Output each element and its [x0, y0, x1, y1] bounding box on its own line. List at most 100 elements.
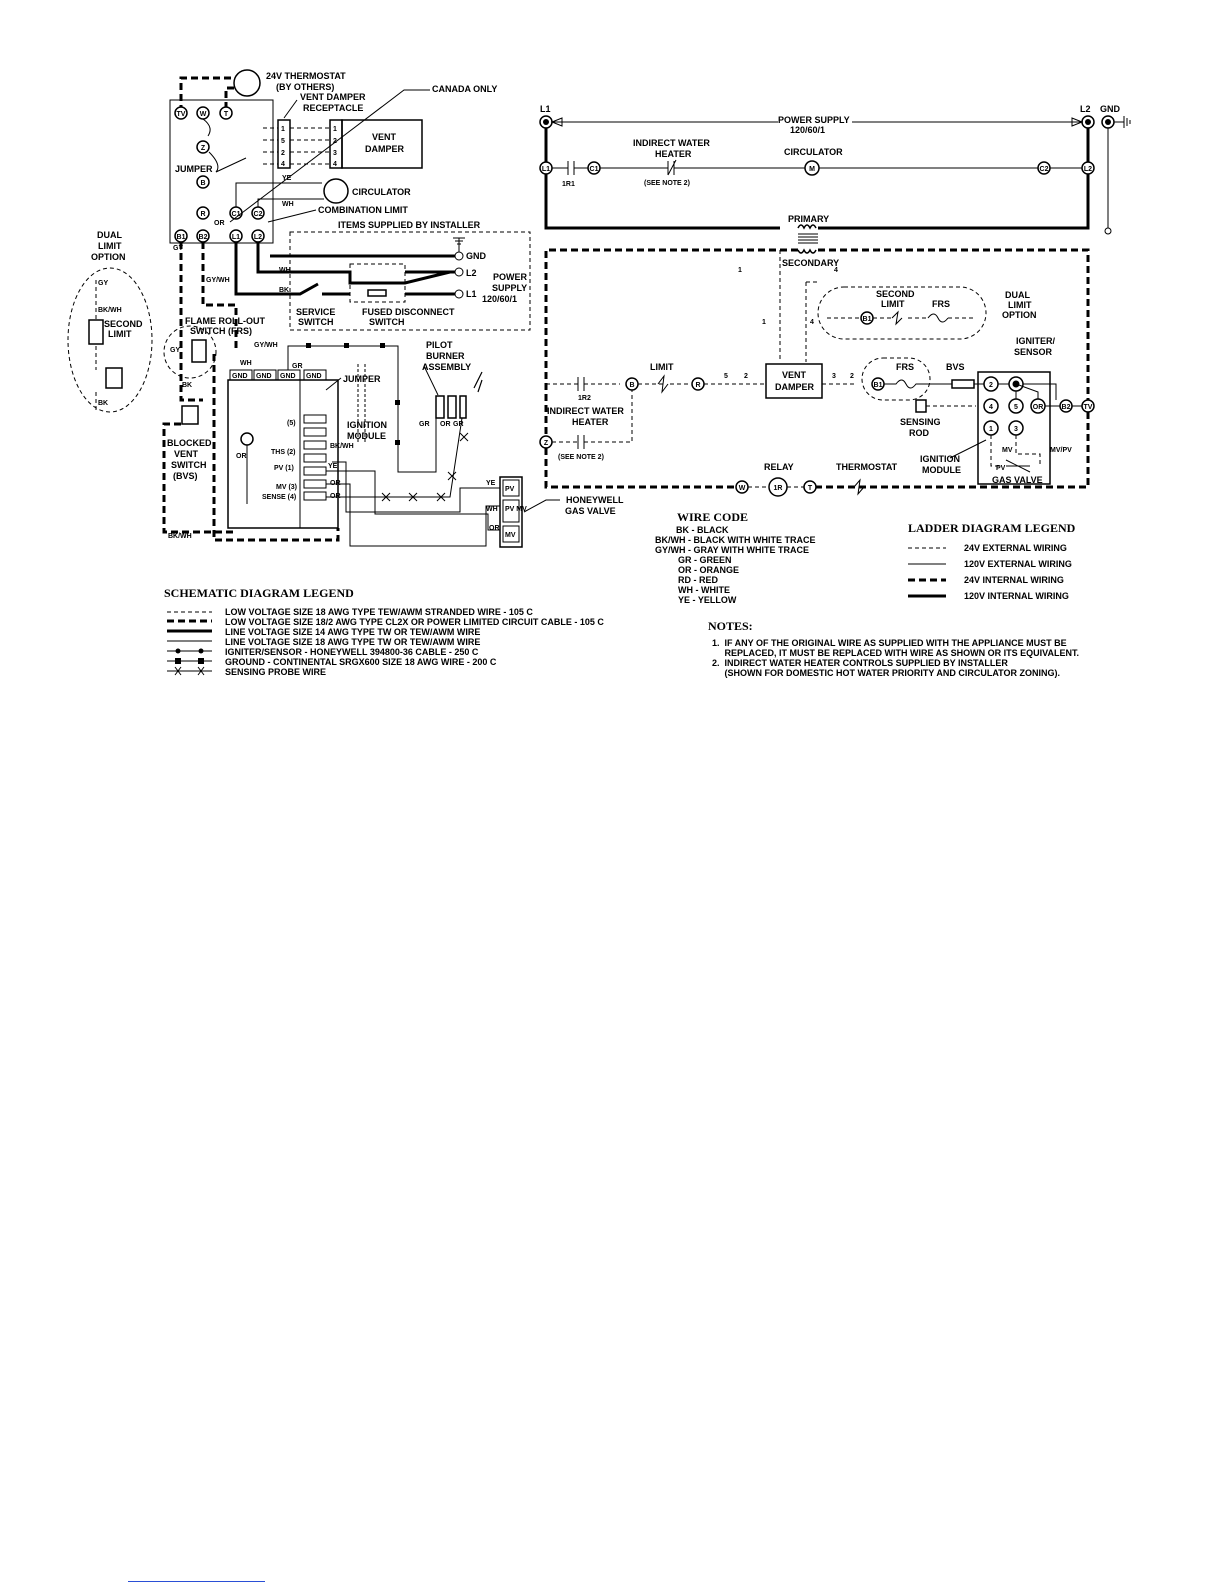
svg-text:3: 3: [1014, 426, 1018, 433]
svg-text:SENSING PROBE WIRE: SENSING PROBE WIRE: [225, 667, 326, 677]
svg-text:LIMIT: LIMIT: [881, 299, 905, 309]
svg-text:GND: GND: [466, 251, 487, 261]
svg-text:MV/PV: MV/PV: [1050, 447, 1072, 454]
transformer-secondary: [797, 248, 817, 254]
svg-text:GND: GND: [256, 373, 272, 380]
svg-text:L2: L2: [1084, 166, 1092, 173]
svg-text:L2: L2: [254, 234, 262, 241]
canada-only-label: CANADA ONLY: [432, 84, 497, 94]
ladder-power-supply-1: POWER SUPPLY: [778, 115, 850, 125]
svg-text:B2: B2: [1062, 404, 1071, 411]
igniter-sensor-label: IGNITER/: [1016, 336, 1056, 346]
svg-text:4: 4: [333, 161, 337, 168]
svg-text:OPTION: OPTION: [91, 252, 126, 262]
ladder-limit-label: LIMIT: [650, 362, 674, 372]
svg-text:24V EXTERNAL WIRING: 24V EXTERNAL WIRING: [964, 543, 1067, 553]
svg-text:B: B: [200, 180, 205, 187]
svg-text:120V INTERNAL WIRING: 120V INTERNAL WIRING: [964, 591, 1069, 601]
ladder-diagram: L1 L2 GND POWER SUPPLY 120/60/1 L1 C1 M …: [539, 104, 1131, 497]
svg-text:MV: MV: [1002, 447, 1013, 454]
svg-text:BK: BK: [279, 287, 289, 294]
svg-text:C1: C1: [590, 166, 599, 173]
svg-text:B1: B1: [177, 234, 186, 241]
dual-limit-option-oval: [67, 267, 153, 413]
svg-text:WH - WHITE: WH - WHITE: [678, 585, 730, 595]
svg-text:2: 2: [850, 373, 854, 380]
svg-text:B1: B1: [863, 316, 872, 323]
schematic-diagram-legend: SCHEMATIC DIAGRAM LEGEND LOW VOLTAGE SIZ…: [164, 586, 604, 677]
svg-text:HEATER: HEATER: [572, 417, 609, 427]
fused-disconnect-box: [349, 263, 406, 303]
svg-text:GR: GR: [419, 421, 430, 428]
svg-text:Z: Z: [201, 145, 206, 152]
svg-text:BLOCKED: BLOCKED: [167, 438, 212, 448]
svg-text:BK/WH: BK/WH: [330, 443, 354, 450]
control-box: [169, 99, 274, 244]
svg-text:CIRCULATOR: CIRCULATOR: [352, 187, 411, 197]
svg-text:MODULE: MODULE: [347, 431, 386, 441]
svg-text:IGNITER/SENSOR - HONEYWELL 3: IGNITER/SENSOR - HONEYWELL 394800-36 CAB…: [225, 647, 479, 657]
svg-text:1. IF ANY OF THE ORIGINAL WIR: 1. IF ANY OF THE ORIGINAL WIRE AS SUPPLI…: [712, 638, 1067, 648]
ladder-circulator-label: CIRCULATOR: [784, 147, 843, 157]
ignition-module-label: IGNITION: [347, 420, 387, 430]
svg-text:OR: OR: [214, 220, 225, 227]
svg-text:(BVS): (BVS): [173, 471, 198, 481]
receptacle-label-2: RECEPTACLE: [303, 103, 363, 113]
service-switch-label-1: SERVICE: [296, 307, 335, 317]
svg-text:BK/WH: BK/WH: [168, 533, 192, 540]
svg-text:TV: TV: [1084, 404, 1093, 411]
gnd-terminal-blocks: GND GND GND GND: [229, 369, 327, 381]
ladder-frs-box: [861, 357, 931, 401]
svg-text:WH: WH: [240, 360, 252, 367]
svg-text:2: 2: [333, 138, 337, 145]
svg-text:PV: PV: [505, 486, 515, 493]
svg-text:120/60/1: 120/60/1: [790, 125, 825, 135]
svg-text:1: 1: [738, 267, 742, 274]
svg-text:PV MV: PV MV: [505, 506, 527, 513]
vent-damper-box: [341, 119, 423, 169]
svg-text:LIMIT: LIMIT: [98, 241, 122, 251]
svg-text:1R1: 1R1: [562, 181, 575, 188]
svg-text:120/60/1: 120/60/1: [482, 294, 517, 304]
svg-text:GR: GR: [292, 363, 303, 370]
svg-text:OPTION: OPTION: [1002, 310, 1037, 320]
svg-text:L1: L1: [466, 289, 477, 299]
svg-text:B: B: [629, 382, 634, 389]
second-limit-symbol: [88, 319, 104, 345]
svg-text:MV (3): MV (3): [276, 484, 297, 491]
svg-text:YE: YE: [328, 463, 338, 470]
blocked-vent-switch: [181, 405, 199, 425]
svg-text:YE - YELLOW: YE - YELLOW: [678, 595, 737, 605]
svg-text:SWITCH (FRS): SWITCH (FRS): [190, 326, 252, 336]
svg-text:LINE VOLTAGE SIZE 14 AWG TYPE: LINE VOLTAGE SIZE 14 AWG TYPE TW OR TEW/…: [225, 627, 480, 637]
svg-text:5: 5: [724, 373, 728, 380]
svg-text:GY: GY: [170, 347, 180, 354]
svg-text:GY/WH - GRAY WITH WHITE TRAC: GY/WH - GRAY WITH WHITE TRACE: [655, 545, 809, 555]
svg-text:MV: MV: [505, 532, 516, 539]
svg-text:SECOND: SECOND: [104, 319, 143, 329]
svg-text:2. INDIRECT WATER HEATER CONT: 2. INDIRECT WATER HEATER CONTROLS SUPPLI…: [712, 658, 1008, 668]
svg-text:R: R: [695, 382, 700, 389]
svg-text:YE: YE: [282, 175, 292, 182]
svg-text:L1: L1: [232, 234, 240, 241]
svg-text:(SHOWN FOR DOMESTIC HOT WATER: (SHOWN FOR DOMESTIC HOT WATER PRIORITY A…: [712, 668, 1060, 678]
svg-text:(SEE NOTE 2): (SEE NOTE 2): [558, 454, 604, 461]
svg-text:GND: GND: [280, 373, 296, 380]
svg-text:BK/WH: BK/WH: [98, 307, 122, 314]
wire-code-title: WIRE CODE: [677, 510, 748, 524]
svg-text:DAMPER: DAMPER: [775, 382, 815, 392]
svg-text:L2: L2: [466, 268, 477, 278]
svg-text:C1: C1: [232, 211, 241, 218]
svg-text:Z: Z: [544, 440, 549, 447]
svg-text:FRS: FRS: [932, 299, 950, 309]
svg-text:GR - GREEN: GR - GREEN: [678, 555, 732, 565]
ladder-gas-valve-label: GAS VALVE: [992, 475, 1043, 485]
thermostat-symbol: [233, 69, 261, 97]
svg-text:3: 3: [832, 373, 836, 380]
svg-text:HEATER: HEATER: [655, 149, 692, 159]
vent-damper-receptacle: [277, 119, 291, 169]
ladder-thermostat-label: THERMOSTAT: [836, 462, 898, 472]
transformer-primary: [797, 224, 817, 230]
svg-text:L1: L1: [542, 166, 550, 173]
module-jumper-label: JUMPER: [343, 374, 381, 384]
